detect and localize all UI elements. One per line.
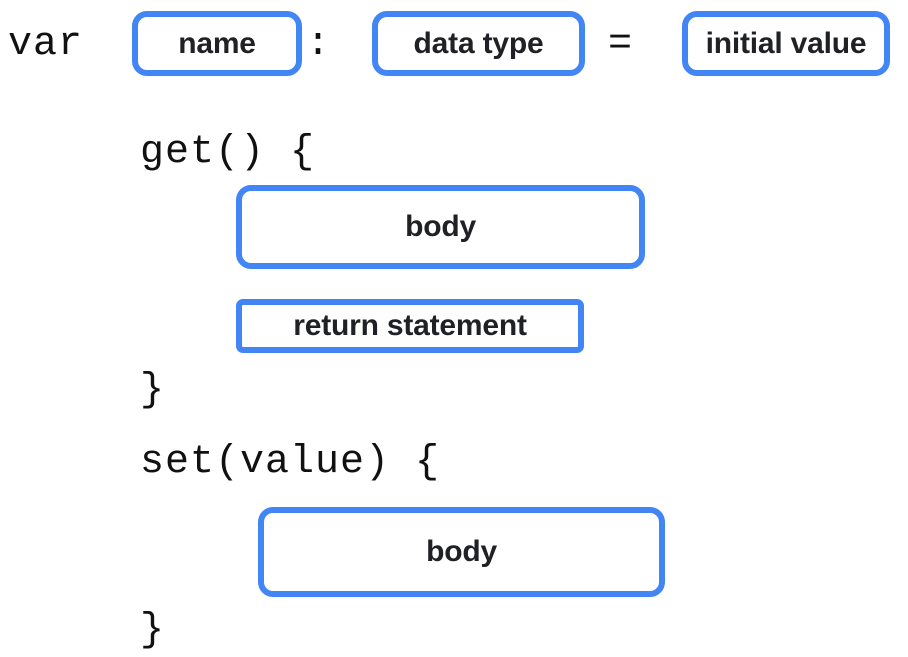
- return-statement-slot-label: return statement: [293, 309, 527, 342]
- equals-sign: =: [608, 22, 634, 67]
- getter-body-slot-label: body: [405, 210, 476, 243]
- name-slot-box: name: [132, 11, 302, 76]
- data-type-slot-label: data type: [413, 26, 544, 60]
- colon-separator: :: [306, 22, 332, 67]
- keyword-var: var: [8, 22, 84, 67]
- setter-open-line: set(value) {: [140, 440, 441, 485]
- name-slot-label: name: [178, 26, 256, 60]
- initial-value-slot-box: initial value: [682, 11, 890, 76]
- getter-open-line: get() {: [140, 130, 316, 175]
- getter-closing-brace: }: [140, 368, 166, 413]
- setter-closing-brace: }: [140, 608, 166, 653]
- return-statement-slot-box: return statement: [236, 299, 584, 353]
- setter-body-slot-label: body: [426, 535, 497, 568]
- getter-body-slot-box: body: [236, 185, 645, 269]
- setter-body-slot-box: body: [258, 507, 665, 597]
- initial-value-slot-label: initial value: [705, 26, 867, 60]
- data-type-slot-box: data type: [372, 11, 585, 76]
